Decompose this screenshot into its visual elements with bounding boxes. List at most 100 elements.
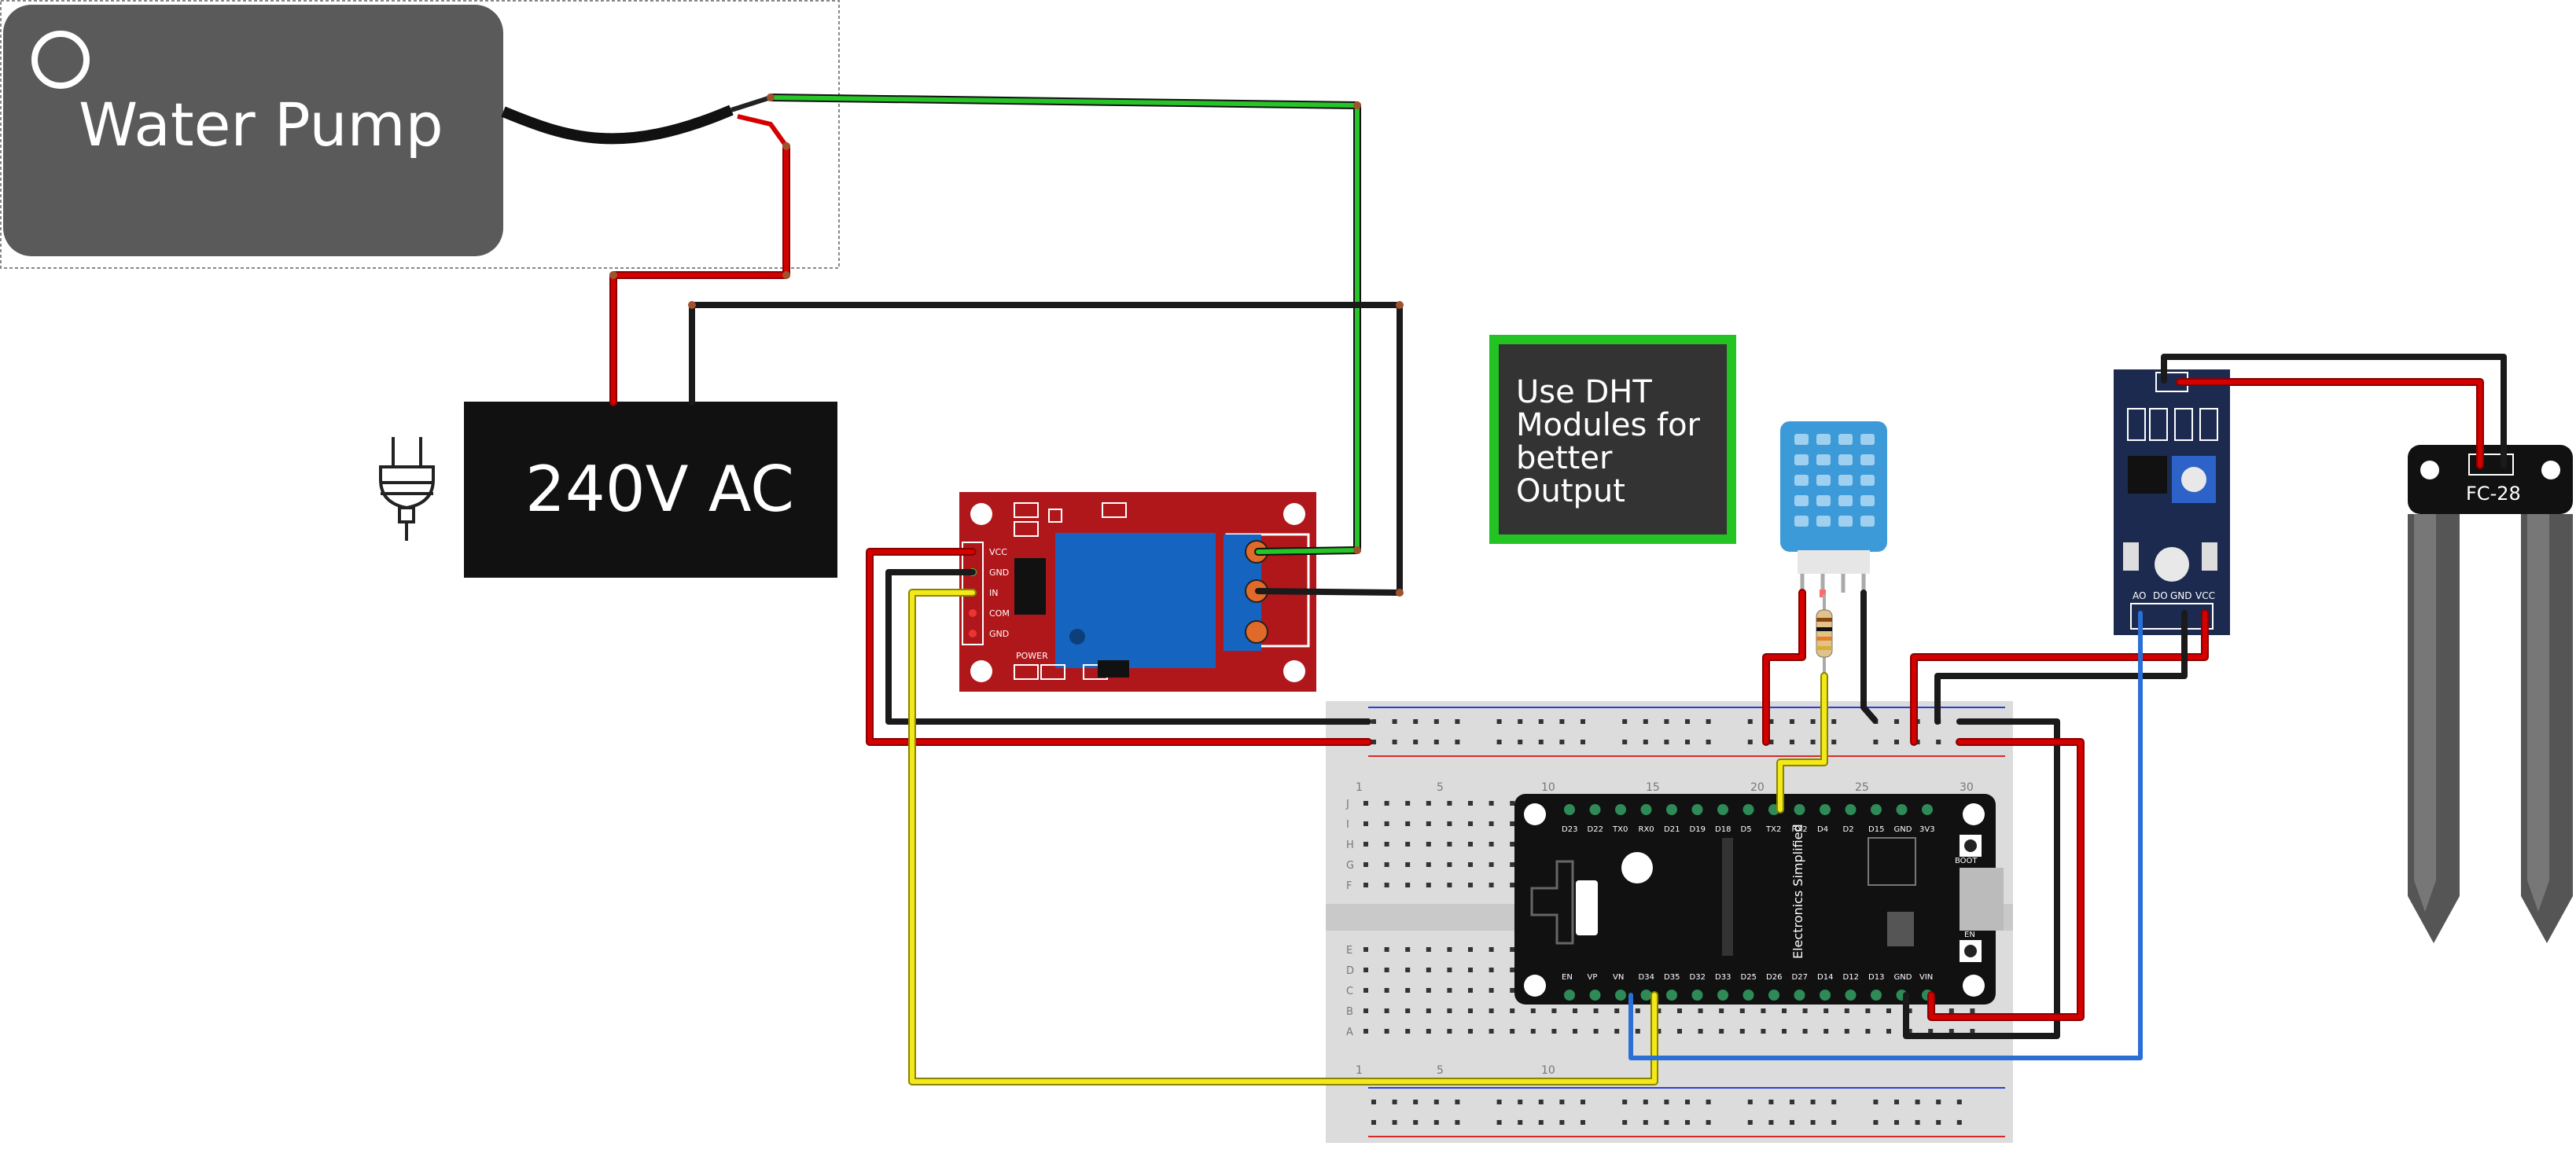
relay-pin-com: COM [989,608,1010,619]
wire-red-relay-vcc [867,549,1371,744]
esp32-bottom-pin-label: VIN [1919,973,1933,982]
dht-vent [1794,495,1809,506]
rail-hole [1581,719,1585,724]
rail-hole [1559,719,1565,724]
breadboard-hole [1426,947,1431,952]
rail-hole [1392,1120,1397,1125]
module-smd-led [2202,542,2217,571]
rail-hole [1894,740,1899,744]
dht-vent [1794,434,1809,445]
relay-mount-hole [1283,503,1305,525]
row-letter: J [1345,799,1349,810]
esp32-pin [1589,990,1601,1001]
breadboard-hole [1426,862,1431,867]
rail-hole [1518,1100,1523,1104]
breadboard-hole [1510,862,1515,867]
esp32-pin [1768,990,1779,1001]
row-letter: A [1346,1027,1353,1038]
rail-hole [1685,719,1690,724]
breadboard-hole [1510,1008,1515,1013]
rail-hole [1873,1100,1879,1104]
breadboard-hole [1447,1029,1452,1034]
breadboard-hole [1802,1008,1808,1013]
rail-hole [1706,740,1711,744]
boot-label: BOOT [1955,857,1978,865]
dht-vent [1838,454,1853,465]
rail-hole [1831,1100,1837,1104]
rail-hole [1664,1120,1669,1125]
esp32-pin [1564,804,1575,815]
esp32-top-pin-label: D2 [1843,825,1854,834]
pump-lead-black [730,95,771,112]
relay-transistor [1098,660,1129,678]
en-label: EN [1964,931,1975,939]
rail-hole [1371,1120,1376,1125]
breadboard-hole [1844,1008,1849,1013]
breadboard-hole [1447,862,1452,867]
rail-hole [1747,740,1753,744]
rail-hole [1392,719,1397,724]
breadboard-hole [1405,988,1411,993]
probe-head [2408,445,2573,514]
rail-hole [1706,1100,1711,1104]
resistor-band [1816,627,1832,631]
row-letter: I [1346,819,1349,831]
dht-vent [1838,475,1853,486]
rail-hole [1538,1120,1544,1125]
rail-hole [1622,1100,1628,1104]
esp32-top-pin-label: D21 [1664,825,1680,834]
breadboard-hole [1363,947,1368,952]
breadboard-hole [1635,1008,1640,1013]
rail-hole [1685,1100,1690,1104]
esp32-pin-strip [1722,838,1733,956]
boot-button-cap [1964,839,1977,852]
probe-leg-left-shine [2414,514,2436,912]
breadboard-hole [1928,1029,1934,1034]
breadboard-hole [1405,842,1411,847]
row-letter: C [1346,986,1353,997]
rail-hole [1936,740,1941,744]
row-letter: E [1346,945,1352,957]
wire-blue-module-ao [1628,611,2143,1060]
breadboard-hole [1489,1029,1494,1034]
breadboard-hole [1447,801,1452,806]
breadboard-hole [1614,1029,1620,1034]
breadboard-hole [1384,1008,1389,1013]
breadboard-hole [1782,1008,1787,1013]
esp32-bottom-pin-label: VN [1613,973,1624,982]
breadboard-hole [1363,801,1368,806]
rail-hole [1643,740,1648,744]
esp32-bottom-pin-label: D35 [1664,973,1680,982]
breadboard-hole [1426,821,1431,826]
rail-hole [1768,719,1774,724]
esp32-bottom-pin-label: D32 [1690,973,1706,982]
rail-hole [1685,1120,1690,1125]
rail-hole [1496,740,1502,744]
rail-hole [1768,740,1774,744]
dht-vent [1860,516,1875,527]
module-pin-gnd: GND [2170,590,2192,601]
breadboard-hole [1405,968,1411,972]
rail-hole [1747,1120,1753,1125]
breadboard-hole [1468,862,1473,867]
esp32-bottom-pin-label: D27 [1792,973,1808,982]
row-letter: H [1346,839,1354,851]
esp32-bottom-pin-label: D33 [1715,973,1731,982]
rail-hole [1894,1120,1899,1125]
wifi-logo-icon [1576,880,1598,935]
col-num-10: 10 [1541,781,1555,794]
rail-hole [1622,719,1628,724]
breadboard-hole [1823,1029,1829,1034]
row-letter: F [1346,880,1352,892]
esp32-pcb [1514,794,1996,1005]
esp32-bottom-pin-label: VP [1588,973,1598,982]
relay-optocoupler [1014,558,1046,615]
relay-pin-gnd2: GND [989,629,1009,639]
rail-hole [1894,719,1899,724]
dht-vent [1838,516,1853,527]
rail-hole [1455,1120,1460,1125]
wire-red-dht-vcc [1764,590,1805,744]
rail-hole [1643,719,1648,724]
rail-hole [1956,1120,1962,1125]
